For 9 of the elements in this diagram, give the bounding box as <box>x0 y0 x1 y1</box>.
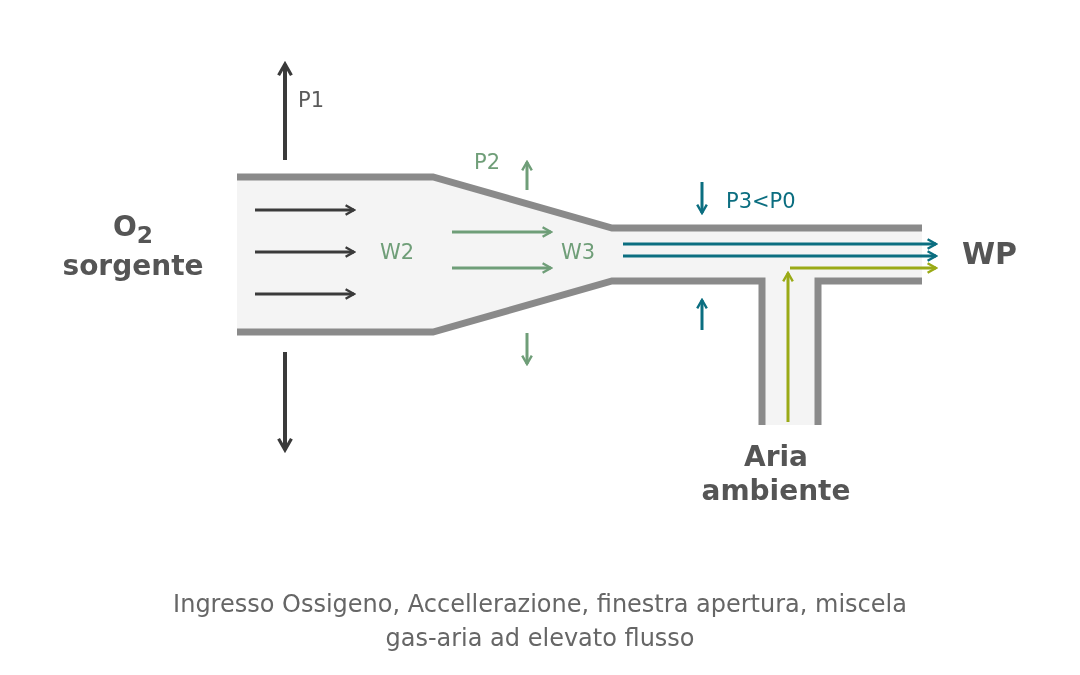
caption: Ingresso Ossigeno, Accellerazione, finestra apertura, miscela gas-aria ad elevato flusso <box>172 589 908 654</box>
inlet-label: O$_{2}$ sorgente <box>61 210 205 283</box>
pressure-label: P3<P0 <box>726 189 796 215</box>
pressure-label: P1 <box>298 88 325 114</box>
inlet-label: Aria ambiente <box>700 440 852 508</box>
pressure-label: P2 <box>474 150 501 176</box>
outlet-label: WP <box>962 236 1018 272</box>
velocity-label: W2 <box>380 240 415 266</box>
velocity-label: W3 <box>561 240 596 266</box>
